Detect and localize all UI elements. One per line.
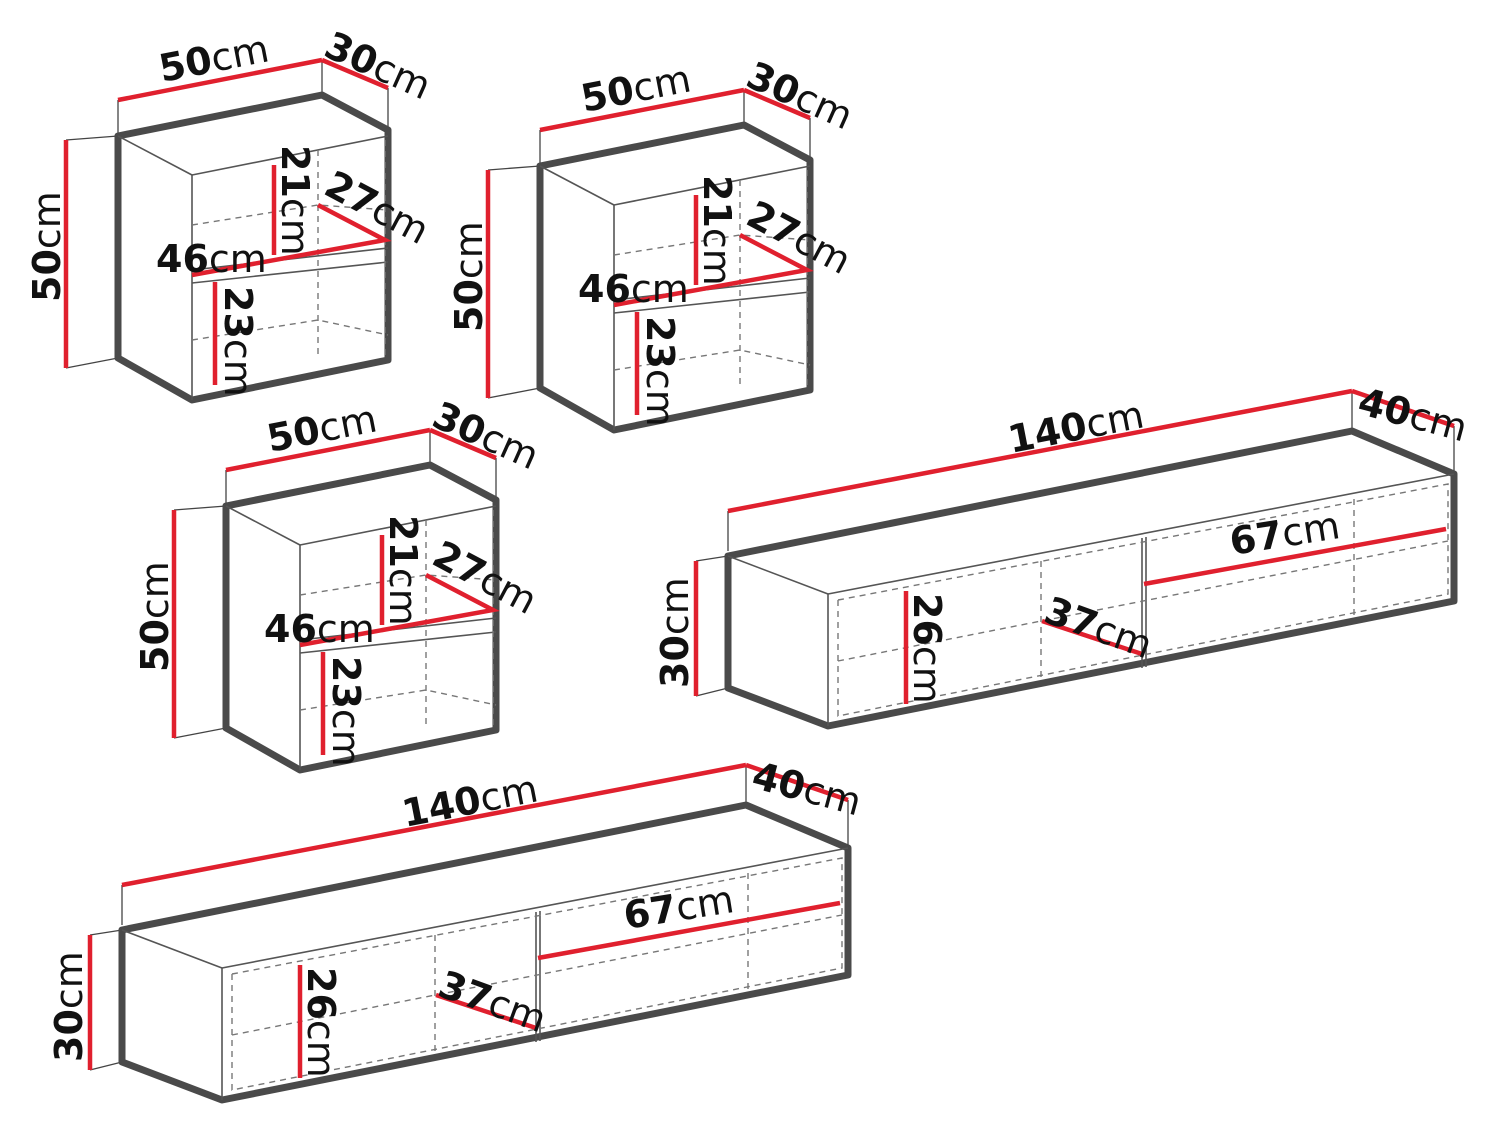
wall-cabinet-2: 50cm 30cm 50cm 21cm 27cm 46cm 23cm bbox=[447, 53, 859, 434]
lower-height-label: 23cm bbox=[324, 656, 368, 767]
shelf-width-label: 46cm bbox=[578, 267, 689, 311]
compartment-depth-dim-line bbox=[435, 992, 537, 1031]
depth-label: 30cm bbox=[318, 23, 437, 108]
wall-cabinet-1: 50cm 30cm 50cm 21cm 27cm 46cm 23cm bbox=[25, 23, 437, 404]
upper-depth-dim-line bbox=[613, 233, 814, 308]
width-dim-line bbox=[539, 87, 745, 133]
width-label: 50cm bbox=[155, 26, 272, 90]
lower-height-label: 23cm bbox=[216, 286, 260, 397]
shelf-width-label: 46cm bbox=[264, 607, 375, 651]
compartment-width-dim-line bbox=[537, 900, 841, 961]
depth-label: 30cm bbox=[740, 53, 859, 138]
depth-dim-line bbox=[321, 57, 389, 91]
height-label: 50cm bbox=[25, 191, 69, 302]
upper-height-label: 21cm bbox=[695, 175, 739, 286]
compartment-depth-dim-line bbox=[1041, 618, 1143, 657]
upper-height-label: 21cm bbox=[381, 515, 425, 626]
tv-unit-1: 140cm 40cm 30cm 26cm 37cm 67cm bbox=[653, 379, 1472, 730]
upper-depth-dim-line bbox=[299, 573, 500, 648]
height-label: 50cm bbox=[133, 561, 177, 672]
upper-depth-dim-line bbox=[191, 203, 392, 278]
width-label: 140cm bbox=[1004, 392, 1147, 461]
depth-dim-line bbox=[429, 427, 497, 461]
depth-dim-line bbox=[743, 87, 811, 121]
compartment-height-label: 26cm bbox=[905, 593, 949, 704]
depth-dim-line bbox=[1351, 388, 1455, 429]
height-label: 30cm bbox=[47, 951, 91, 1062]
compartment-width-dim-line bbox=[1143, 526, 1447, 587]
width-dim-line bbox=[727, 388, 1353, 514]
shelf-width-label: 46cm bbox=[156, 237, 267, 281]
tv-unit-2: 140cm 40cm 30cm 26cm 37cm 67cm bbox=[47, 753, 866, 1104]
width-label: 50cm bbox=[577, 56, 694, 120]
compartment-width-label: 67cm bbox=[1227, 503, 1343, 564]
compartment-width-label: 67cm bbox=[621, 877, 737, 938]
height-label: 30cm bbox=[653, 577, 697, 688]
width-dim-line bbox=[225, 427, 431, 473]
lower-height-label: 23cm bbox=[638, 316, 682, 427]
width-label: 140cm bbox=[398, 766, 541, 835]
depth-dim-line bbox=[745, 762, 849, 803]
width-dim-line bbox=[117, 57, 323, 103]
height-label: 50cm bbox=[447, 221, 491, 332]
upper-height-label: 21cm bbox=[273, 145, 317, 256]
wall-cabinet-3: 50cm 30cm 50cm 21cm 27cm 46cm 23cm bbox=[133, 393, 545, 774]
compartment-height-label: 26cm bbox=[299, 967, 343, 1078]
width-dim-line bbox=[121, 762, 747, 888]
depth-label: 30cm bbox=[426, 393, 545, 478]
width-label: 50cm bbox=[263, 396, 380, 460]
